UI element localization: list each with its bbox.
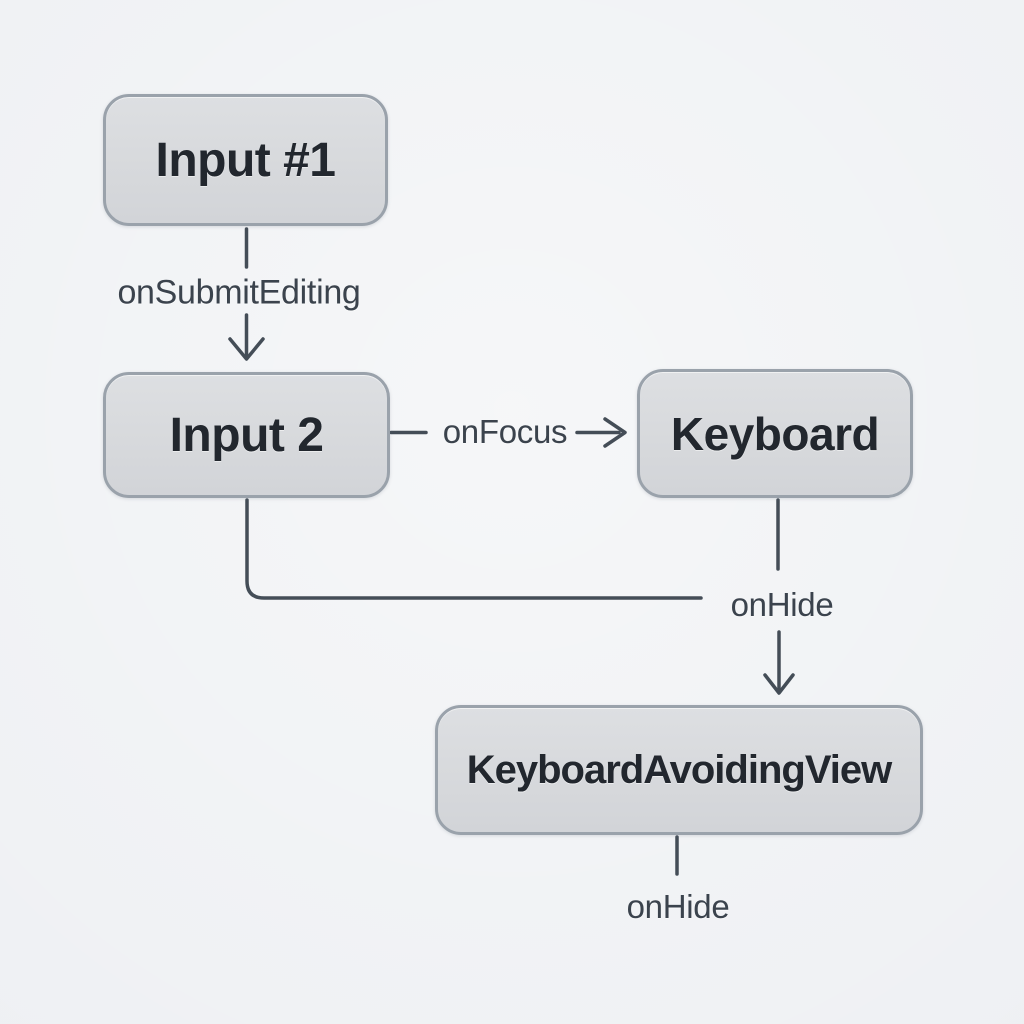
edge-label-onsubmitediting: onSubmitEditing xyxy=(117,273,361,312)
node-keyboard-label: Keyboard xyxy=(670,407,880,460)
arrowhead-into-kav-icon xyxy=(763,673,795,695)
arrowhead-into-keyboard-icon xyxy=(603,417,627,448)
edge-label-onhide-kav: onHide xyxy=(626,888,730,925)
node-input2-label: Input 2 xyxy=(169,408,324,462)
node-keyboardavoidingview: KeyboardAvoidingView xyxy=(435,705,923,835)
node-input1-label: Input #1 xyxy=(155,133,336,187)
node-keyboardavoidingview-label: KeyboardAvoidingView xyxy=(466,747,893,792)
arrowhead-into-input2-icon xyxy=(228,337,265,361)
node-input1: Input #1 xyxy=(103,94,388,226)
edge-input2-elbow-segment xyxy=(245,498,703,600)
node-keyboard: Keyboard xyxy=(637,369,913,498)
node-input2: Input 2 xyxy=(103,372,390,498)
edge-label-onhide-keyboard: onHide xyxy=(730,586,834,623)
edge-label-onfocus: onFocus xyxy=(442,413,568,450)
